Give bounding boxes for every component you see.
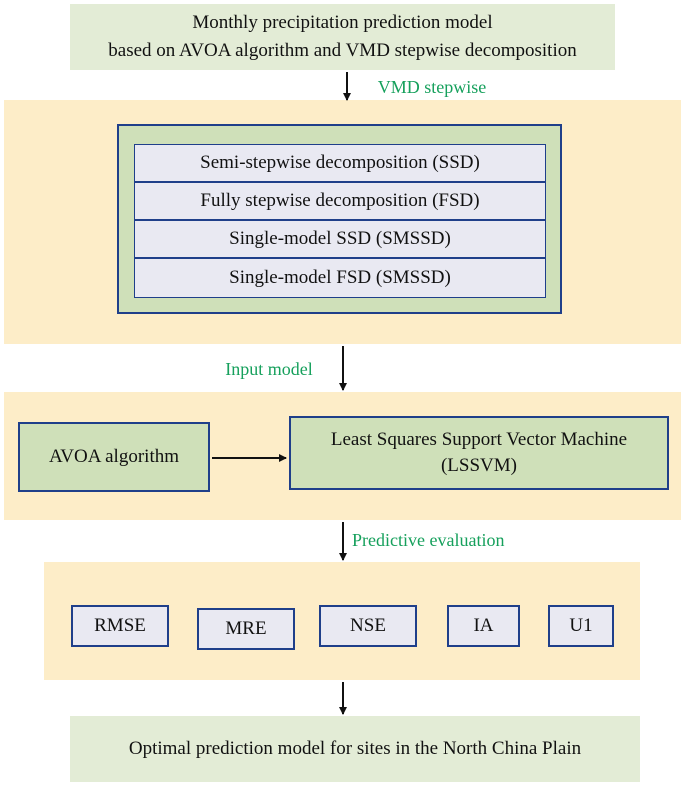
- metric-label: RMSE: [94, 615, 146, 636]
- metric-mre: MRE: [197, 608, 295, 650]
- metric-label: NSE: [350, 615, 386, 636]
- metric-rmse: RMSE: [71, 605, 169, 647]
- metric-ia: IA: [447, 605, 520, 647]
- title-line-1: Monthly precipitation prediction model: [192, 12, 493, 33]
- decomposition-item-label: Semi-stepwise decomposition (SSD): [200, 152, 480, 173]
- input-model-label: Input model: [225, 359, 313, 379]
- vmd-label-line-1: VMD stepwise: [377, 77, 487, 97]
- decomposition-item-smssd-2: Single-model FSD (SMSSD): [134, 258, 546, 298]
- metric-label: MRE: [225, 618, 267, 639]
- decomposition-item-label: Single-model SSD (SMSSD): [229, 228, 451, 249]
- metric-label: U1: [569, 615, 593, 636]
- metric-nse: NSE: [319, 605, 417, 647]
- lssvm-label-line-2: (LSSVM): [440, 455, 517, 476]
- avoa-algorithm-box: AVOA algorithm: [18, 422, 210, 492]
- title-line-2: based on AVOA algorithm and VMD stepwise…: [108, 40, 577, 61]
- avoa-algorithm-label: AVOA algorithm: [48, 446, 179, 467]
- lssvm-label-line-1: Least Squares Support Vector Machine: [330, 429, 628, 450]
- decomposition-item-smssd-1: Single-model SSD (SMSSD): [134, 220, 546, 258]
- decomposition-item-fsd: Fully stepwise decomposition (FSD): [134, 182, 546, 220]
- metric-u1: U1: [548, 605, 614, 647]
- lssvm-box: Least Squares Support Vector Machine (LS…: [289, 416, 669, 490]
- decomposition-item-label: Single-model FSD (SMSSD): [229, 267, 451, 288]
- title-box: Monthly precipitation prediction model b…: [70, 4, 615, 70]
- metric-label: IA: [473, 615, 494, 636]
- decomposition-item-ssd: Semi-stepwise decomposition (SSD): [134, 144, 546, 182]
- result-box: Optimal prediction model for sites in th…: [70, 716, 640, 782]
- decomposition-item-label: Fully stepwise decomposition (FSD): [200, 190, 480, 211]
- predictive-evaluation-label: Predictive evaluation: [352, 530, 505, 550]
- result-label: Optimal prediction model for sites in th…: [128, 738, 582, 759]
